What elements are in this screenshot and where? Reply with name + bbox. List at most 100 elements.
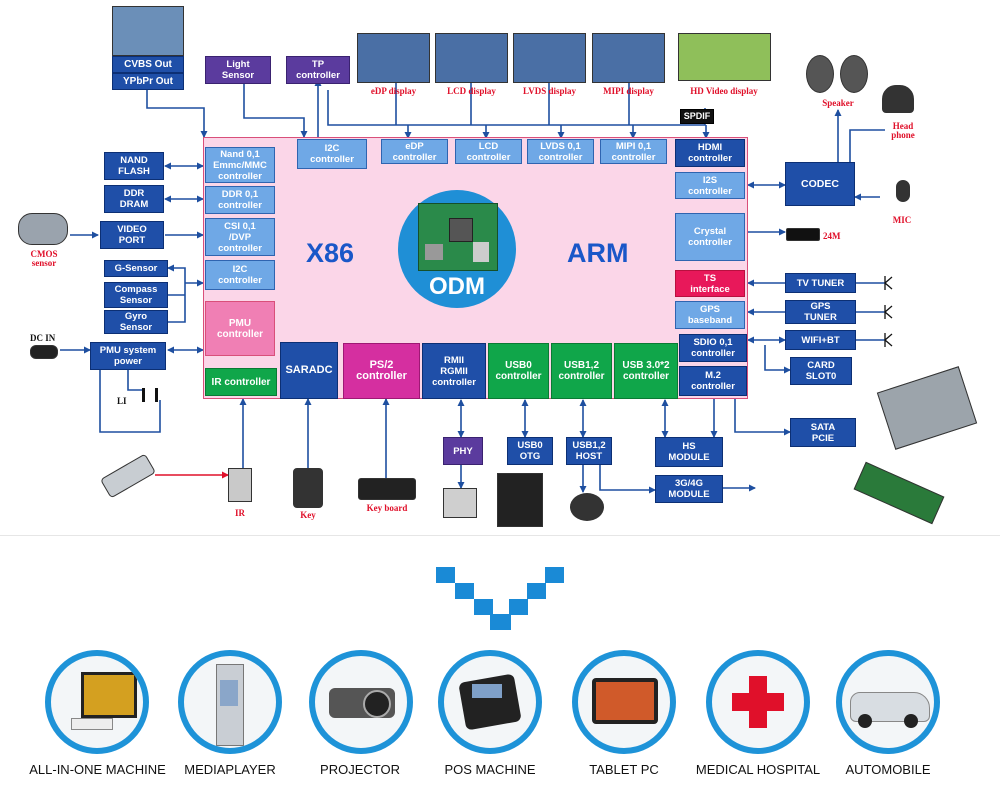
phone-keypad-icon (293, 468, 323, 508)
edp-display-label: eDP display (370, 86, 417, 96)
pmu-system-power: PMU system power (90, 342, 166, 370)
spdif-label: SPDIF (680, 109, 714, 124)
car-icon (836, 650, 940, 754)
mipi-display-label: MIPI display (603, 86, 654, 96)
crystal-icon (786, 228, 820, 241)
i2c-controller-left: I2C controller (205, 260, 275, 290)
dc-in-label: DC IN (30, 333, 56, 343)
mipi-controller: MIPI 0,1 controller (600, 139, 667, 164)
lcd-display-icon (435, 33, 508, 83)
ir-label: IR (234, 508, 245, 518)
hs-module: HS MODULE (655, 437, 723, 467)
hd-display-label: HD Video display (690, 86, 758, 96)
mipi-display-icon (592, 33, 665, 83)
cvbs-out: CVBS Out (112, 56, 184, 73)
edp-controller: eDP controller (381, 139, 448, 164)
g-sensor: G-Sensor (104, 260, 168, 277)
sdio-controller: SDIO 0,1 controller (679, 334, 747, 362)
phy: PHY (443, 437, 483, 465)
app-label-mediaplayer: MEDIAPLAYER (184, 762, 276, 777)
app-label-tablet: TABLET PC (589, 762, 659, 777)
cmos-camera-icon (18, 213, 68, 245)
motherboard-chip-icon (418, 203, 498, 271)
ps2-controller: PS/2 controller (343, 343, 420, 399)
all-in-one-icon (45, 650, 149, 754)
sata-pcie: SATA PCIE (790, 418, 856, 447)
ddr-controller: DDR 0,1 controller (205, 186, 275, 214)
nand-flash: NAND FLASH (104, 152, 164, 180)
app-label-automobile: AUTOMOBILE (845, 762, 931, 777)
ethernet-port-icon (443, 488, 477, 518)
tablet-icon (572, 650, 676, 754)
speaker-icon-2 (840, 55, 868, 93)
nand-controller: Nand 0,1 Emmc/MMC controller (205, 147, 275, 183)
tv-monitor-icon (112, 6, 184, 56)
gyro-sensor: Gyro Sensor (104, 310, 168, 334)
usb0-otg: USB0 OTG (507, 437, 553, 465)
lcd-controller: LCD controller (455, 139, 522, 164)
light-sensor: Light Sensor (205, 56, 271, 84)
usb0-controller: USB0 controller (488, 343, 549, 399)
3g4g-module: 3G/4G MODULE (655, 475, 723, 503)
x86-label: X86 (306, 238, 355, 268)
mic-label: MIC (892, 215, 912, 225)
speaker-label: Speaker (822, 98, 854, 108)
cmos-sensor-label: CMOS sensor (30, 249, 58, 268)
usb12-controller: USB1,2 controller (551, 343, 612, 399)
crystal-freq-label: 24M (823, 231, 841, 241)
battery-label: LI (117, 396, 127, 406)
ts-interface: TS interface (675, 270, 745, 297)
headphone-icon (882, 85, 914, 113)
i2c-controller-top: I2C controller (297, 139, 367, 169)
odm-label: ODM (429, 273, 485, 300)
battery-icon (142, 388, 158, 402)
wifi-bt: WIFI+BT (785, 330, 856, 350)
card-slot: CARD SLOT0 (790, 357, 852, 385)
gps-baseband: GPS baseband (675, 301, 745, 329)
projector-icon (309, 650, 413, 754)
saradc: SARADC (280, 342, 338, 399)
tv-tuner: TV TUNER (785, 273, 856, 293)
hdmi-controller: HDMI controller (675, 139, 745, 167)
key-label: Key (300, 510, 316, 520)
pos-icon (438, 650, 542, 754)
app-label-projector: PROJECTOR (320, 762, 400, 777)
pc-tower-icon (497, 473, 543, 527)
app-label-medical: MEDICAL HOSPITAL (695, 762, 821, 777)
lcd-display-label: LCD display (447, 86, 496, 96)
edp-display-icon (357, 33, 430, 83)
ddr-dram: DDR DRAM (104, 185, 164, 213)
connection-lines (60, 79, 893, 494)
lvds-controller: LVDS 0,1 controller (527, 139, 594, 164)
usb12-host: USB1,2 HOST (566, 437, 612, 465)
codec: CODEC (785, 162, 855, 206)
mouse-icon (570, 493, 604, 521)
medical-cross-icon (706, 650, 810, 754)
video-port: VIDEO PORT (100, 221, 164, 249)
divider (0, 535, 1000, 536)
ir-receiver-icon (228, 468, 252, 502)
pmu-controller: PMU controller (205, 301, 275, 356)
usb3-controller: USB 3.0*2 controller (614, 343, 678, 399)
tp-controller: TP controller (286, 56, 350, 84)
mic-icon (896, 180, 910, 202)
keyboard-icon (358, 478, 416, 500)
m2-controller: M.2 controller (679, 366, 747, 396)
block-diagram: X86 ARM ODM CVBS Out YPbPr Out Light Sen… (18, 6, 978, 527)
app-label-pos: POS MACHINE (444, 762, 536, 777)
speaker-icon (806, 55, 834, 93)
dc-plug-icon (30, 345, 58, 359)
ypbpr-out: YPbPr Out (112, 73, 184, 90)
i2s-controller: I2S controller (675, 172, 745, 199)
keyboard-label: Key board (366, 503, 408, 513)
hd-tv-icon (678, 33, 771, 81)
csi-controller: CSI 0,1 /DVP controller (205, 218, 275, 256)
crystal-controller: Crystal controller (675, 213, 745, 261)
lvds-display-icon (513, 33, 586, 83)
lvds-display-label: LVDS display (523, 86, 576, 96)
headphone-label: Head phone (891, 121, 915, 140)
compass-sensor: Compass Sensor (104, 282, 168, 308)
ir-controller: IR controller (205, 368, 277, 396)
app-label-all-in-one: ALL-IN-ONE MACHINE (29, 762, 166, 777)
gps-tuner: GPS TUNER (785, 300, 856, 324)
